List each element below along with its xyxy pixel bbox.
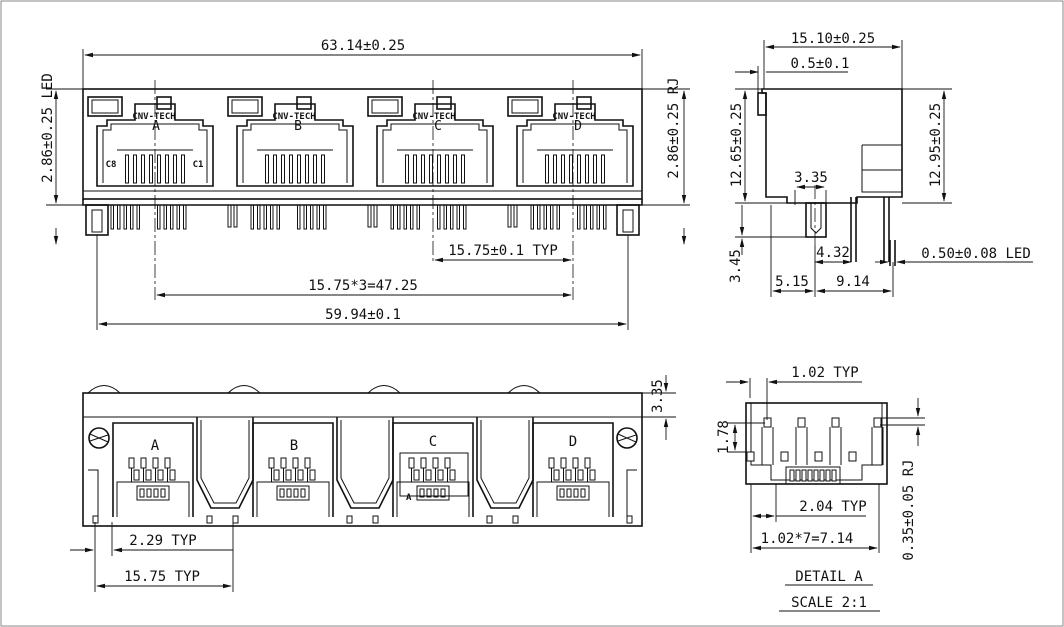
front-port-label-b: B	[294, 119, 302, 134]
dim-pitch-typ: 15.75±0.1 TYP	[448, 243, 558, 259]
detail-pin-top	[797, 417, 806, 428]
dim-bottom-depth: 3.35	[650, 379, 666, 413]
front-pegs	[85, 204, 640, 236]
brand-logo-c: CNV-TECH	[412, 112, 455, 122]
brand-logo-d: CNV-TECH	[552, 112, 595, 122]
dim-side-depth: 15.10±0.25	[791, 31, 875, 47]
dim-side-front-to-pin: 5.15	[775, 274, 809, 290]
pin-label-c8: C8	[106, 160, 117, 170]
detail-pin-bottom	[814, 451, 823, 462]
bottom-port-c	[372, 422, 493, 524]
detail-a-marker: A	[406, 493, 412, 503]
bottom-screws	[88, 427, 638, 449]
bottom-housing	[82, 392, 643, 527]
detail-pin-top	[763, 417, 772, 428]
led-window-icon	[87, 96, 123, 117]
detail-scale: SCALE 2:1	[791, 595, 867, 611]
side-view: 15.10±0.25 0.5±0.1 12.65±0.25 12.95±0.25…	[728, 31, 1033, 297]
front-housing	[82, 88, 643, 200]
bottom-port-label-b: B	[290, 438, 298, 454]
dim-side-tail: 3.45	[728, 249, 744, 283]
dim-overall-width: 63.14±0.25	[321, 38, 405, 54]
dim-detail-led-pitch: 1.02 TYP	[791, 365, 858, 381]
front-pin-tails	[110, 204, 607, 230]
bottom-ports	[88, 417, 637, 524]
dim-side-pin-to-pin: 9.14	[836, 274, 870, 290]
dim-peg-span: 59.94±0.1	[325, 307, 401, 323]
detail-title: DETAIL A	[795, 569, 863, 585]
pin-label-c1: C1	[193, 160, 204, 170]
dim-detail-row-offset: 1.78	[716, 420, 732, 454]
rj45-jack-icon	[516, 103, 634, 187]
brand-logo-b: CNV-TECH	[272, 112, 315, 122]
bottom-port-label-d: D	[569, 434, 577, 450]
dim-detail-pin-span: 1.02*7=7.14	[761, 531, 854, 547]
detail-pin-bottom	[780, 451, 789, 462]
dim-detail-row-gap: 2.04 TYP	[799, 499, 866, 515]
detail-pin-bottom	[848, 451, 857, 462]
dim-side-pin-offset: 4.32	[816, 245, 850, 261]
dim-bottom-pitch: 15.75 TYP	[124, 569, 200, 585]
led-window-icon	[227, 96, 263, 117]
dim-side-pin-gap: 3.35	[794, 170, 828, 186]
front-port-label-d: D	[574, 119, 582, 134]
led-window-icon	[367, 96, 403, 117]
bottom-port-label-c: C	[429, 434, 437, 450]
brand-logo-a: CNV-TECH	[132, 112, 175, 122]
dim-detail-rj-pin: 0.35±0.05 RJ	[901, 459, 917, 560]
detail-a-marker-box	[399, 452, 469, 497]
dim-rj-height: 2.86±0.25 RJ	[666, 77, 682, 178]
bottom-view: A B C D A 3.35 2.29 TYP 15.75 TYP	[70, 375, 676, 592]
bottom-port-a	[92, 422, 213, 524]
detail-pin-top	[831, 417, 840, 428]
front-port-label-a: A	[152, 119, 160, 134]
rj45-jack-icon	[376, 103, 494, 187]
side-housing	[761, 88, 903, 204]
front-ports	[87, 96, 634, 187]
front-view: A B C D CNV-TECH CNV-TECH CNV-TECH CNV-T…	[40, 38, 690, 330]
dim-led-height: 2.86±0.25 LED	[40, 73, 56, 183]
front-port-label-c: C	[434, 119, 442, 134]
front-port-c	[367, 96, 494, 187]
detail-pin-top	[873, 417, 882, 428]
dim-side-offset: 0.5±0.1	[790, 56, 849, 72]
bottom-port-label-a: A	[151, 438, 160, 454]
rj45-jack-icon	[96, 103, 214, 187]
front-port-d	[507, 96, 634, 187]
dim-pitch-total: 15.75*3=47.25	[308, 278, 418, 294]
dim-side-led-pin: 0.50±0.08 LED	[921, 246, 1031, 262]
detail-pin-bottom	[746, 451, 755, 462]
detail-pins	[746, 417, 884, 482]
rj45-jack-icon	[236, 103, 354, 187]
led-window-icon	[507, 96, 543, 117]
front-port-a	[87, 96, 214, 187]
dim-bottom-row-offset: 2.29 TYP	[129, 533, 196, 549]
dim-side-height-led: 12.65±0.25	[729, 103, 745, 187]
dim-side-height-rj: 12.95±0.25	[928, 103, 944, 187]
detail-a-view: 1.02 TYP 1.78 0.35±0.05 RJ 2.04 TYP 1.02…	[716, 365, 925, 612]
front-port-b	[227, 96, 354, 187]
bottom-port-d	[512, 422, 633, 524]
